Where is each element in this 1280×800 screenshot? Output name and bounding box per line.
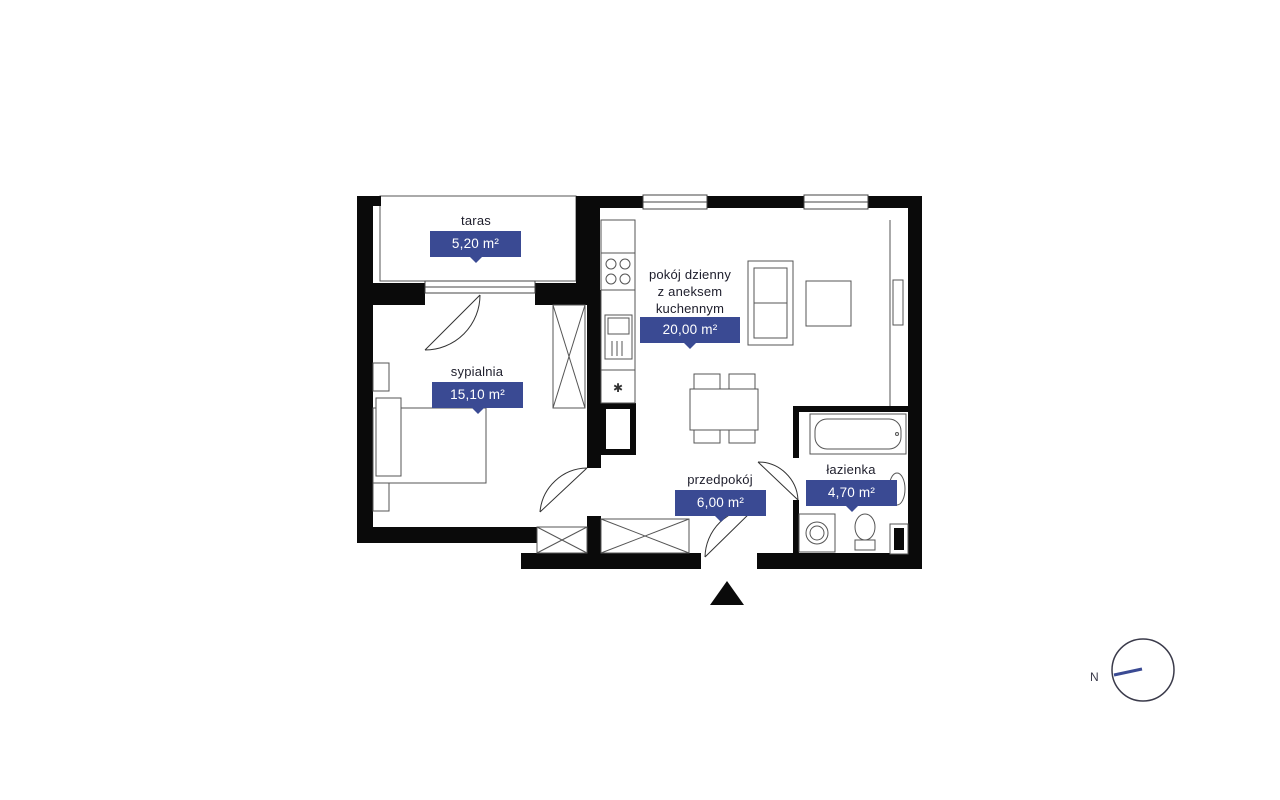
area-badge-lazienka: 4,70 m² [806, 480, 897, 512]
area-badge-pokoj-dzienny: 20,00 m² [640, 317, 740, 349]
svg-text:✱: ✱ [613, 381, 623, 395]
room-name-sypialnia: sypialnia [450, 364, 504, 379]
room-name-lazienka: łazienka [826, 462, 876, 477]
area-badge-przedpokoj: 6,00 m² [675, 490, 766, 522]
room-name-taras: taras [461, 213, 491, 228]
room-name-przedpokoj: przedpokój [687, 472, 753, 487]
walls [357, 196, 922, 569]
area-badge-sypialnia: 15,10 m² [432, 382, 523, 414]
entrance-arrow-icon [710, 581, 744, 605]
compass-icon [1111, 638, 1175, 702]
area-badge-taras: 5,20 m² [430, 231, 521, 263]
compass-north-label: N [1090, 670, 1099, 684]
room-name-pokoj-dzienny: pokój dzienny z aneksem kuchennym [648, 267, 732, 316]
